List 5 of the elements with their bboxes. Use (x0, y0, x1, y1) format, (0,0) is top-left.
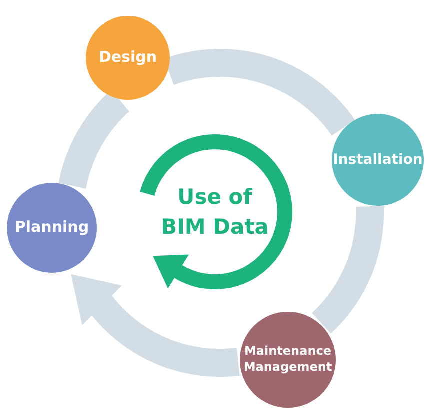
stage-label: Installation (332, 150, 424, 170)
stage-label: Design (98, 48, 158, 68)
stage-label: Planning (14, 218, 90, 238)
stage-label: Maintenance Management (242, 344, 334, 376)
title-text: Use of BIM Data (160, 184, 270, 241)
